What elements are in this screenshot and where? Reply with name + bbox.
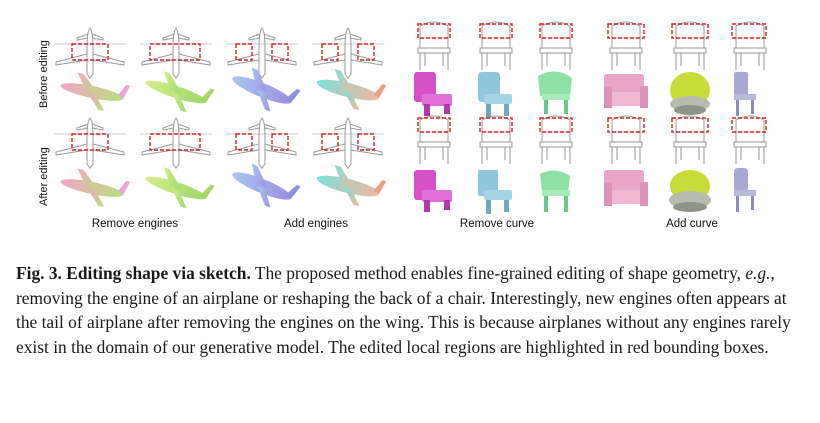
caption-label: Fig. 3. Editing shape via sketch. [16,263,251,283]
row-label-before: Before editing [38,40,50,108]
caption-eg: e.g. [745,263,771,283]
chair-render-before-4 [604,74,648,108]
airplane-render-after-4 [316,165,387,207]
column-label-add-engines: Add engines [284,218,348,230]
airplane-render-before-4 [316,69,387,111]
column-label-remove-curve: Remove curve [459,218,535,230]
chair-sketch-after-1 [417,115,451,165]
airplane-sketch-before-3 [225,27,299,79]
chair-render-before-3 [538,71,572,114]
chair-sketch-after-6 [731,115,767,165]
airplane-sketch-before-1 [53,27,127,79]
chair-sketch-before-1 [417,21,451,71]
airplane-sketch-after-2 [139,117,213,169]
chair-render-after-6 [734,168,756,212]
figure-panels [53,21,767,214]
chair-render-after-1 [414,170,452,212]
chair-render-before-1 [414,72,452,116]
column-label-add-curve: Add curve [666,218,718,230]
chair-sketch-before-3 [539,21,573,71]
airplane-sketch-after-3 [225,117,299,169]
airplane-render-after-1 [60,168,131,207]
chair-render-after-5 [669,170,711,212]
chair-render-after-4 [604,170,648,206]
caption-text-2: , removing the engine of an airplane or … [16,263,791,357]
chair-sketch-after-5 [671,115,709,165]
airplane-sketch-before-2 [139,27,213,79]
chair-sketch-before-4 [607,21,645,71]
airplane-sketch-before-4 [311,27,385,79]
row-label-after: After editing [38,147,50,206]
chair-render-after-3 [540,170,570,212]
caption-text-1: The proposed method enables fine-grained… [250,263,746,283]
airplane-render-before-3 [232,67,301,112]
airplane-render-after-3 [232,163,301,208]
chair-render-after-2 [478,170,512,214]
airplane-render-after-2 [145,167,215,209]
chair-sketch-after-2 [479,115,513,165]
chair-render-before-2 [478,72,512,118]
airplane-render-before-1 [60,72,131,111]
chair-sketch-after-4 [607,115,645,165]
chair-sketch-before-2 [479,21,513,71]
chair-render-before-6 [734,72,756,116]
chair-render-before-5 [670,72,710,115]
figure: Before editing After editing Remove engi… [38,21,767,230]
figure-caption: Fig. 3. Editing shape via sketch. The pr… [16,261,806,359]
chair-sketch-after-3 [539,115,573,165]
airplane-sketch-after-1 [53,117,127,169]
chair-sketch-before-6 [731,21,767,71]
airplane-sketch-after-4 [311,117,385,169]
airplane-render-before-2 [145,71,215,113]
column-label-remove-engines: Remove engines [91,218,179,230]
chair-sketch-before-5 [671,21,709,71]
